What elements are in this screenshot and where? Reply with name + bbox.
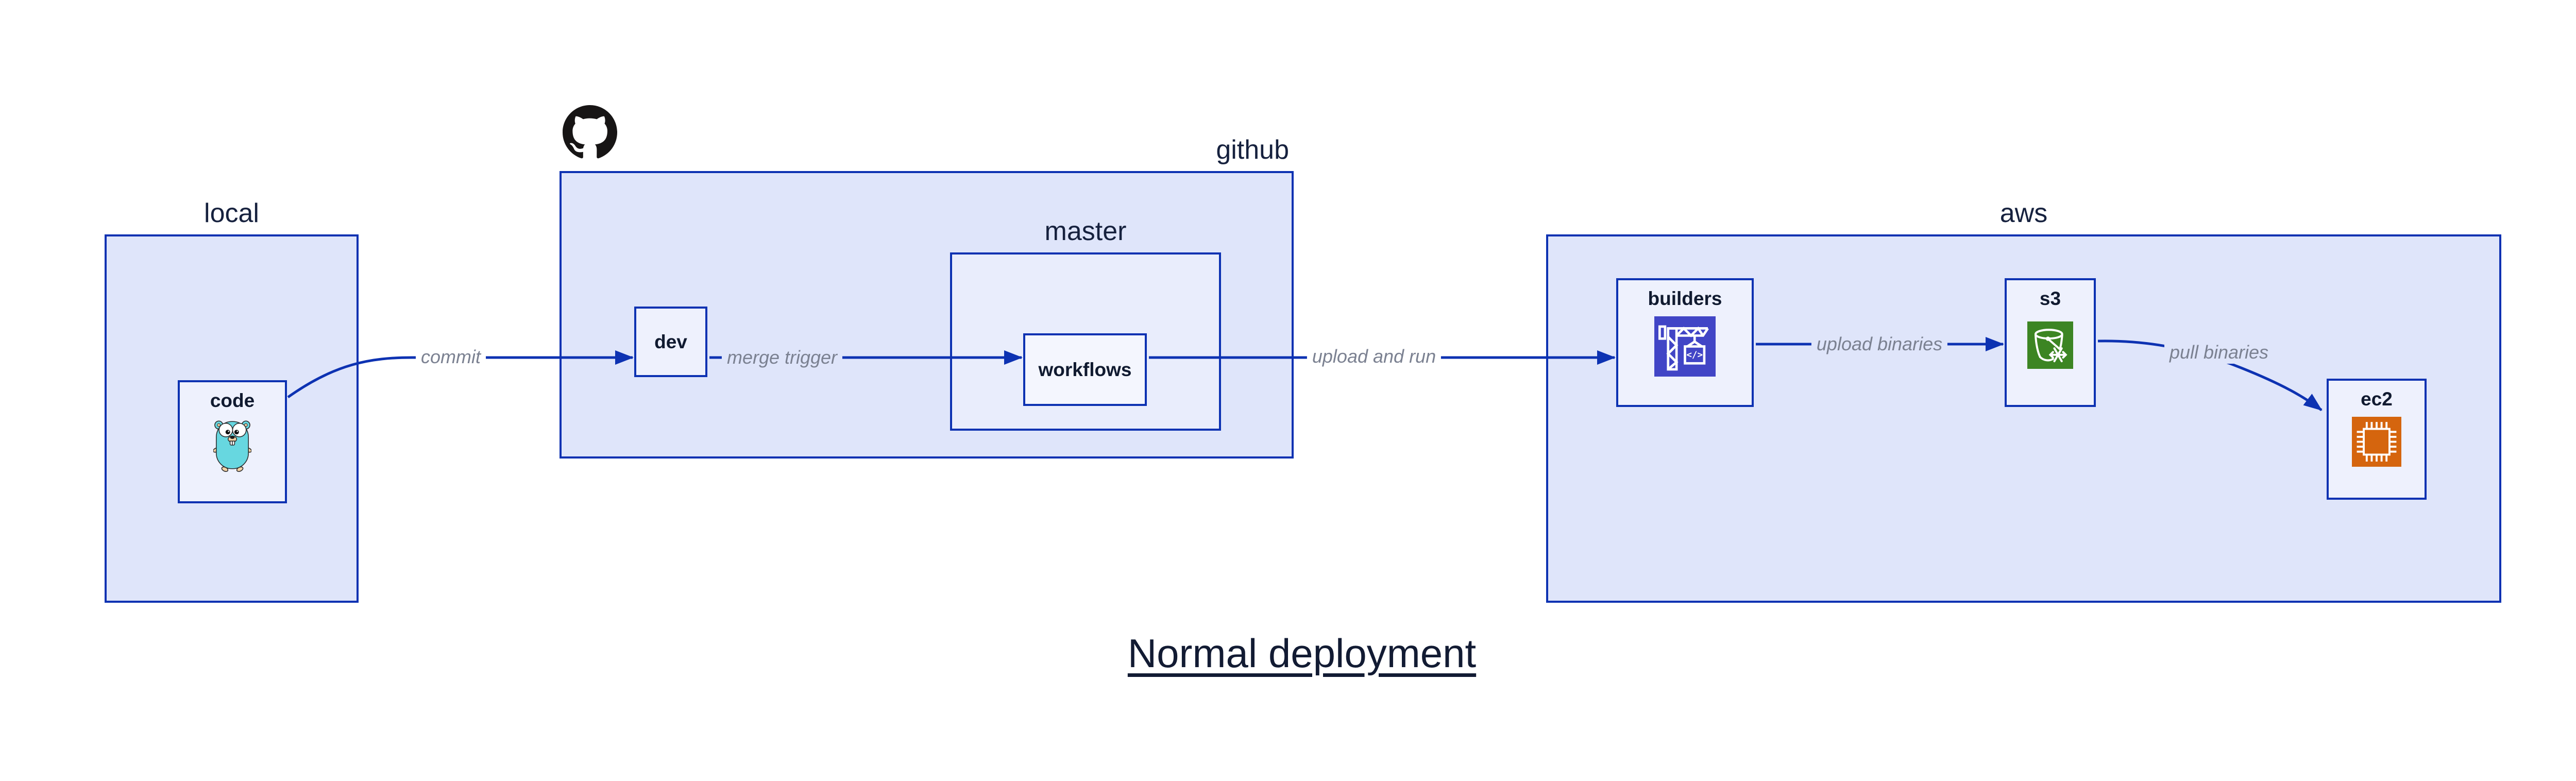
node-workflows: workflows bbox=[1023, 333, 1147, 406]
node-label-workflows: workflows bbox=[1038, 359, 1132, 380]
node-label-s3: s3 bbox=[2039, 288, 2061, 309]
group-label-github: github bbox=[1216, 135, 1289, 165]
diagram-title: Normal deployment bbox=[1127, 631, 1477, 676]
codebuild-glyph-text: </> bbox=[1686, 350, 1703, 361]
node-code: code bbox=[178, 380, 287, 503]
group-label-aws: aws bbox=[1999, 198, 2048, 228]
edge-label-pull-binaries: pull binaries bbox=[2164, 341, 2274, 364]
aws-ec2-chip-icon bbox=[2352, 417, 2401, 467]
edge-label-commit: commit bbox=[416, 346, 486, 368]
node-label-ec2: ec2 bbox=[2361, 388, 2393, 410]
aws-codebuild-icon: </> bbox=[1654, 316, 1716, 377]
node-builders: builders </> bbox=[1616, 278, 1754, 407]
node-label-dev: dev bbox=[654, 331, 687, 352]
go-gopher-icon bbox=[213, 418, 252, 472]
edge-label-upload-and-run: upload and run bbox=[1307, 345, 1442, 368]
node-label-code: code bbox=[210, 390, 255, 411]
node-ec2: ec2 bbox=[2327, 379, 2427, 500]
node-label-builders: builders bbox=[1648, 288, 1722, 309]
github-octocat-icon bbox=[563, 105, 617, 160]
group-label-master: master bbox=[1044, 216, 1127, 246]
group-label-local: local bbox=[204, 198, 259, 228]
aws-s3-glacier-bucket-icon bbox=[2027, 321, 2073, 369]
node-dev: dev bbox=[634, 307, 707, 377]
edge-label-upload-binaries: upload binaries bbox=[1811, 333, 1948, 355]
node-s3: s3 bbox=[2005, 278, 2096, 407]
edge-label-merge-trigger: merge trigger bbox=[721, 346, 843, 369]
